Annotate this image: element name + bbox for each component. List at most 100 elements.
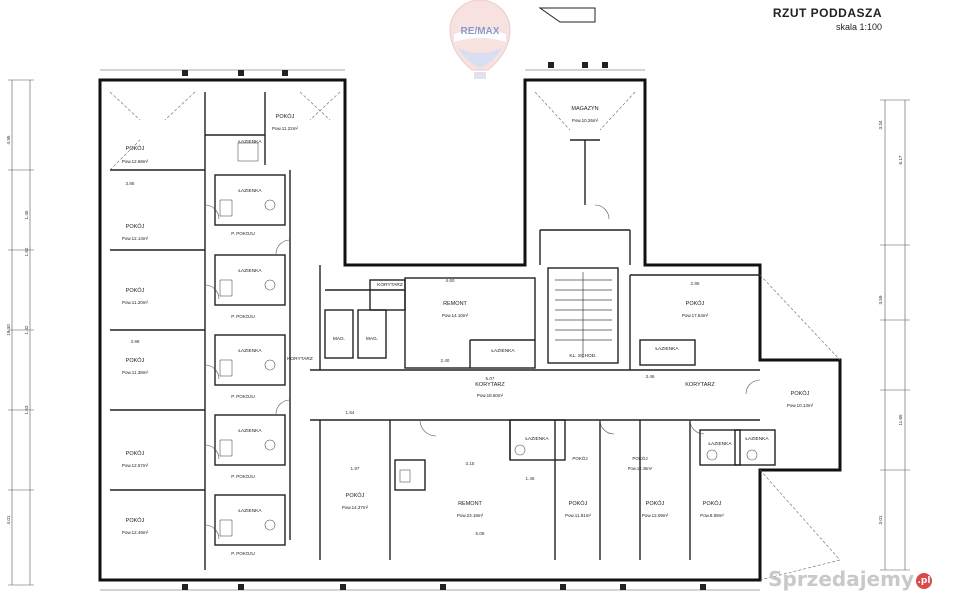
watermark: Sprzedajemy.pl [768,567,932,591]
area-b3: Pow.12.09m² [642,513,669,518]
label-pokoj-r3: POKÓJ [632,455,647,461]
dim-11: 1.46 [526,476,535,481]
staircase [555,272,612,358]
label-korytarz-3: KORYTARZ [475,382,505,388]
column-markers [182,62,706,590]
label-korytarz-1: KORYTARZ [287,356,313,362]
label-pokoj-l2: POKÓJ [276,113,295,120]
area-magazyn: Pow.10.26m² [572,118,599,123]
label-pokoj-b2: POKÓJ [569,500,588,507]
label-pokoj-b1: POKÓJ [346,492,365,499]
logo-text: RE/MAX [461,26,500,37]
dim-23: 1.53 [24,405,29,414]
remax-balloon-logo: RE/MAX [444,0,516,92]
dim-20: 1.54 [346,410,355,415]
dim-19: 3.01 [878,515,883,524]
label-korytarz-2: KORYTARZ [377,282,403,288]
area-r2: Pow.10.13m² [787,403,814,408]
area-r3: Pow.12.45m² [628,466,653,471]
label-kl-schod: KL. SCHOD. [569,353,596,359]
area-l7: Pow.12.49m² [122,530,149,535]
label-pokoj-l5: POKÓJ [126,357,145,364]
label-pokoj-l1: POKÓJ [126,145,145,152]
dim-2: 4.60 [446,278,455,283]
dim-21: 1.42 [24,325,29,334]
label-remont-2: REMONT [458,501,482,507]
plan-title: RZUT PODDASZA [772,6,882,20]
area-remont-2: Pow.23.18m² [457,513,484,518]
section-marker [538,7,596,23]
area-r1: Pow.17.54m² [682,313,709,318]
label-pokoj-l4: POKÓJ [126,287,145,294]
label-remont-1: REMONT [443,301,467,307]
label-pokoj-r4: POKÓJ [572,455,587,461]
label-pokoj-b4: POKÓJ [703,500,722,507]
label-lazienka-3: ŁAZIENKA [238,268,262,274]
label-pokoj-r1: POKÓJ [686,300,705,307]
area-l4: Pow.11.20m² [122,300,148,305]
dim-1: 5.07 [486,376,495,381]
label-pokoj-l7: POKÓJ [126,517,145,524]
label-magazyn: MAGAZYN [571,106,598,112]
interior-walls [110,92,776,570]
dim-6: 2.95 [691,281,700,286]
dim-8: 5.08 [476,531,485,536]
label-lazienka-11: ŁAZIENKA [745,436,769,442]
dim-13: 11.65 [898,414,903,426]
plan-scale: skala 1:100 [835,22,882,32]
fixtures [219,142,758,537]
area-l3: Pow.12.14m² [122,236,149,241]
area-korytarz: Pow.18.60m² [477,393,504,398]
dim-15: 4.01 [6,515,11,524]
dim-16: 3.34 [878,120,883,129]
label-korytarz-4: KORYTARZ [685,382,715,388]
area-b2: Pow.11.81m² [565,513,591,518]
label-lazienka-1: ŁAZIENKA [238,139,262,145]
title-block: RZUT PODDASZA skala 1:100 [773,6,882,32]
area-b1: Pow.14.37m² [342,505,369,510]
label-mag-1: MAG. [333,336,345,342]
label-lazienka-9: ŁAZIENKA [525,436,549,442]
label-pokoj-r2: POKÓJ [791,390,810,397]
dim-22: 1.52 [24,247,29,256]
dimension-lines [8,69,910,591]
area-remont-1: Pow.14.10m² [442,313,469,318]
dim-4: 2.40 [441,358,450,363]
dim-17: 6.17 [898,155,903,164]
room-labels: POKÓJ Pow.12.68m² POKÓJ Pow.11.22m² POKÓ… [122,106,814,556]
door-swings [204,204,761,540]
roof-slope-lines [109,91,841,581]
label-mag-2: MAG. [366,336,378,342]
label-lazienka-5: ŁAZIENKA [238,428,262,434]
dim-18: 3.59 [878,295,883,304]
dim-14: 4.95 [6,135,11,144]
label-p-pokoju-3: P. POKOJU [231,394,254,399]
dim-12: 19.30 [6,324,11,336]
dim-5: 3.98 [131,339,140,344]
label-lazienka-7: ŁAZIENKA [491,348,515,354]
label-lazienka-6: ŁAZIENKA [238,508,262,514]
dim-24: 1.45 [24,210,29,219]
label-lazienka-2: ŁAZIENKA [238,188,262,194]
area-b4: Pow.8.89m² [700,513,724,518]
area-l1: Pow.12.68m² [122,159,149,164]
dim-10: 1.97 [351,466,360,471]
label-p-pokoju-5: P. POKOJU [231,551,254,556]
dim-7: 3.86 [126,181,135,186]
area-l6: Pow.12.57m² [122,463,149,468]
label-pokoj-l3: POKÓJ [126,223,145,230]
label-lazienka-10: ŁAZIENKA [708,441,732,447]
watermark-suffix: .pl [916,572,932,589]
label-lazienka-4: ŁAZIENKA [238,348,262,354]
area-l5: Pow.11.38m² [122,370,148,375]
label-pokoj-l6: POKÓJ [126,450,145,457]
label-p-pokoju-1: P. POKOJU [231,231,254,236]
dim-9: 3.15 [466,461,475,466]
label-p-pokoju-2: P. POKOJU [231,314,254,319]
area-l2: Pow.11.22m² [272,126,298,131]
label-lazienka-8: ŁAZIENKA [655,346,679,352]
outer-walls [98,78,842,582]
label-pokoj-b3: POKÓJ [646,500,665,507]
label-p-pokoju-4: P. POKOJU [231,474,254,479]
